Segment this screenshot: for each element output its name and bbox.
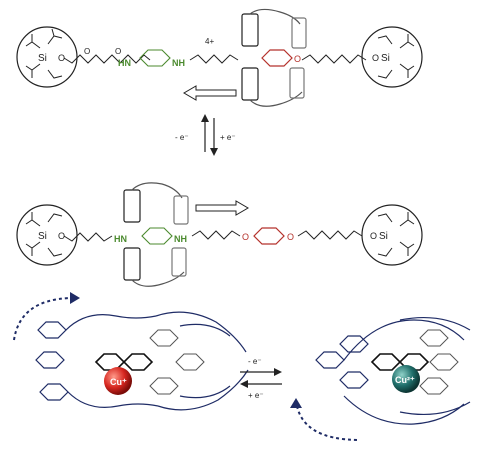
top-charge-label: 4+: [205, 37, 214, 46]
left-catenane: Cu⁺: [13, 292, 249, 411]
mid-shuttle-arrow: [195, 200, 249, 216]
left-o-label: O: [58, 53, 65, 63]
top-mid-chain: [189, 54, 239, 64]
bottom-redox-arrows: - e⁻ + e⁻: [240, 357, 282, 400]
mid-nh-label: NH: [174, 234, 187, 244]
left-si-label: Si: [38, 53, 47, 64]
mid-right-si-label: Si: [379, 231, 388, 242]
right-outer-macrocycle: [315, 316, 471, 425]
mid-dioxybenzene-ring: [253, 227, 285, 245]
mid-hn-label: HN: [114, 234, 127, 244]
right-terpyridine: [419, 329, 459, 395]
left-inner-ligand: [149, 329, 205, 395]
right-catenane: Cu²⁺: [290, 316, 471, 441]
svg-text:O: O: [115, 47, 121, 56]
right-stopper-circle: [361, 26, 423, 88]
mid-right-chain: [297, 230, 363, 240]
left-rotation-arrow: [13, 297, 71, 341]
right-stopper-tips-branches: [377, 34, 415, 79]
top-hn-label: HN: [118, 58, 131, 68]
top-right-chain: [301, 54, 367, 64]
mid-center-chain: [191, 230, 241, 240]
mid-left-stopper-circle: [16, 204, 78, 266]
left-cu-sphere: [104, 367, 132, 395]
top-ring-o-label: O: [294, 54, 301, 64]
redox-switch: - e⁻ + e⁻: [175, 114, 236, 156]
top-shuttle-arrow: [183, 85, 237, 101]
right-si-label: Si: [381, 53, 390, 64]
mid-red-o-1: O: [242, 232, 249, 242]
left-phenanthroline: [94, 353, 154, 371]
cyclophane-lower-bipy: [241, 67, 259, 101]
mid-left-o-label: O: [58, 231, 65, 241]
redox-minus-label: - e⁻: [175, 133, 189, 142]
mid-left-stopper-tips-branches: [25, 212, 63, 257]
svg-text:O: O: [84, 47, 90, 56]
mid-red-o-2: O: [287, 232, 294, 242]
mid-right-stopper-circle: [361, 204, 423, 266]
mid-right-stopper-tips-branches: [377, 212, 415, 257]
left-cu-label: Cu⁺: [110, 377, 127, 387]
left-stopper-circle: [16, 26, 78, 88]
top-cyclophane: [241, 8, 307, 107]
left-stopper-tips-branches: [25, 28, 63, 79]
bottom-plus-label: + e⁻: [248, 391, 264, 400]
left-outer-macrocycle: [35, 311, 249, 411]
top-dioxybenzene-ring: [261, 49, 293, 67]
mid-right-o-label: O: [370, 231, 377, 241]
mid-left-si-label: Si: [38, 231, 47, 242]
middle-rotaxane: Si O HN NH O O O Si: [16, 182, 423, 287]
top-nh-label: NH: [172, 58, 185, 68]
right-rotation-arrow: [295, 399, 361, 441]
bottom-minus-label: - e⁻: [248, 357, 262, 366]
right-o-label: O: [372, 53, 379, 63]
mid-amine-ring: [141, 227, 173, 245]
top-left-chain: [63, 54, 151, 64]
redox-plus-label: + e⁻: [220, 133, 236, 142]
top-amine-ring: [139, 49, 171, 67]
cyclophane-upper-bipy: [241, 13, 259, 47]
right-cu-sphere: [392, 365, 420, 393]
right-cu-label: Cu²⁺: [395, 375, 415, 385]
mid-cyclophane: [123, 182, 189, 287]
mid-left-chain: [63, 232, 113, 242]
